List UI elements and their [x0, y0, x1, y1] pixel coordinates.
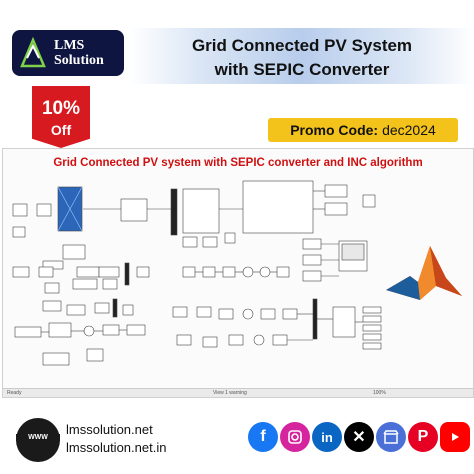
youtube-icon[interactable]	[440, 422, 470, 452]
discount-badge: 10% Off	[32, 86, 90, 148]
simulink-status-bar: Ready View 1 warning 100%	[3, 388, 473, 397]
status-warning[interactable]: View 1 warning	[213, 390, 247, 396]
lms-logo-icon	[20, 36, 46, 68]
pinterest-icon[interactable]: P	[408, 422, 438, 452]
matlab-logo-icon	[386, 246, 462, 300]
globe-icon: WWW	[16, 418, 60, 462]
brand-logo: LMS Solution	[12, 30, 124, 76]
promo-code-banner: Promo Code: dec2024	[268, 118, 458, 142]
x-icon[interactable]: ✕	[344, 422, 374, 452]
simulink-model-canvas: Grid Connected PV system with SEPIC conv…	[2, 148, 474, 398]
linkedin-icon[interactable]: in	[312, 422, 342, 452]
globe-label: WWW	[16, 434, 60, 441]
status-zoom: 100%	[373, 390, 386, 396]
promo-label: Promo Code:	[290, 122, 379, 138]
website-link-1[interactable]: lmssolution.net	[66, 422, 153, 437]
simulink-block-diagram	[12, 180, 382, 366]
facebook-icon[interactable]: f	[248, 422, 278, 452]
status-ready: Ready	[7, 390, 22, 396]
page-title-line2: with SEPIC Converter	[214, 60, 390, 79]
brand-name-line2: Solution	[54, 53, 104, 68]
brand-name-line1: LMS	[54, 38, 85, 53]
website-link-2[interactable]: lmssolution.net.in	[66, 440, 167, 455]
promo-code: dec2024	[382, 122, 436, 138]
store-icon[interactable]	[376, 422, 406, 452]
page-title-line1: Grid Connected PV System	[191, 36, 413, 55]
discount-percent: 10%	[41, 98, 81, 119]
simulink-model-title: Grid Connected PV system with SEPIC conv…	[53, 157, 423, 169]
instagram-icon[interactable]	[280, 422, 310, 452]
title-banner: Grid Connected PV System with SEPIC Conv…	[130, 28, 474, 84]
brand-name: LMS Solution	[54, 38, 104, 68]
discount-label: Off	[50, 122, 72, 138]
